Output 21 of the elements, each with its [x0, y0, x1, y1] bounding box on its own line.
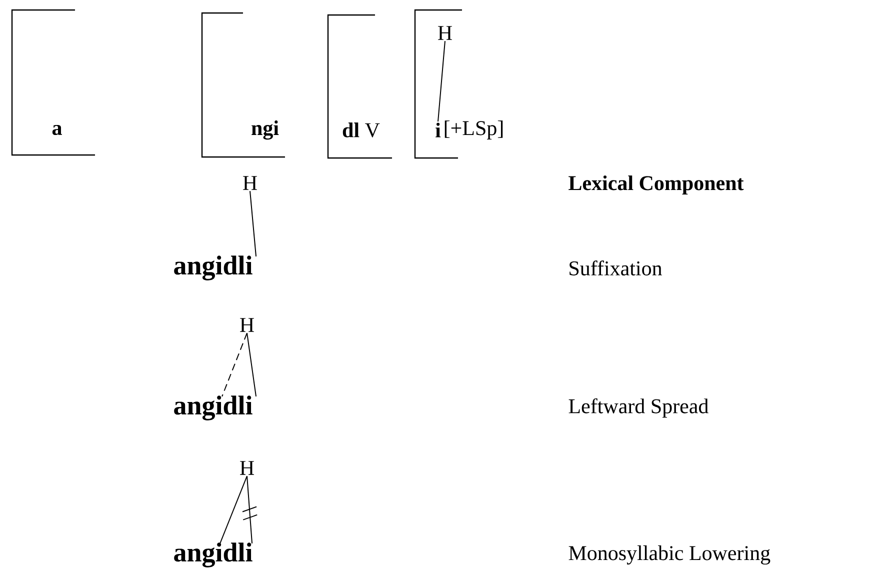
bracket-box: a [11, 9, 95, 156]
word: angidli [174, 396, 252, 420]
rule-label: Monosyllabic Lowering [568, 545, 770, 565]
association-line [438, 40, 446, 122]
bracket-box: ngi [201, 12, 285, 158]
tone-letter: H [240, 461, 254, 475]
feature-label: [+LSp] [444, 120, 503, 140]
association-line [250, 190, 257, 257]
rule-label: Lexical Component [568, 175, 744, 194]
tone-letter: H [240, 318, 254, 332]
tone-letter: H [243, 176, 257, 190]
rule-label: Leftward Spread [568, 398, 708, 418]
association-line [222, 332, 248, 397]
word: angidli [174, 542, 252, 568]
association-line [220, 476, 248, 544]
bracket-box: dl V [327, 14, 392, 159]
rule-label: Suffixation [570, 260, 662, 276]
association-line [246, 332, 257, 397]
word: angidli [174, 256, 252, 280]
association-line [246, 476, 253, 544]
tone-letter: H [438, 26, 452, 40]
